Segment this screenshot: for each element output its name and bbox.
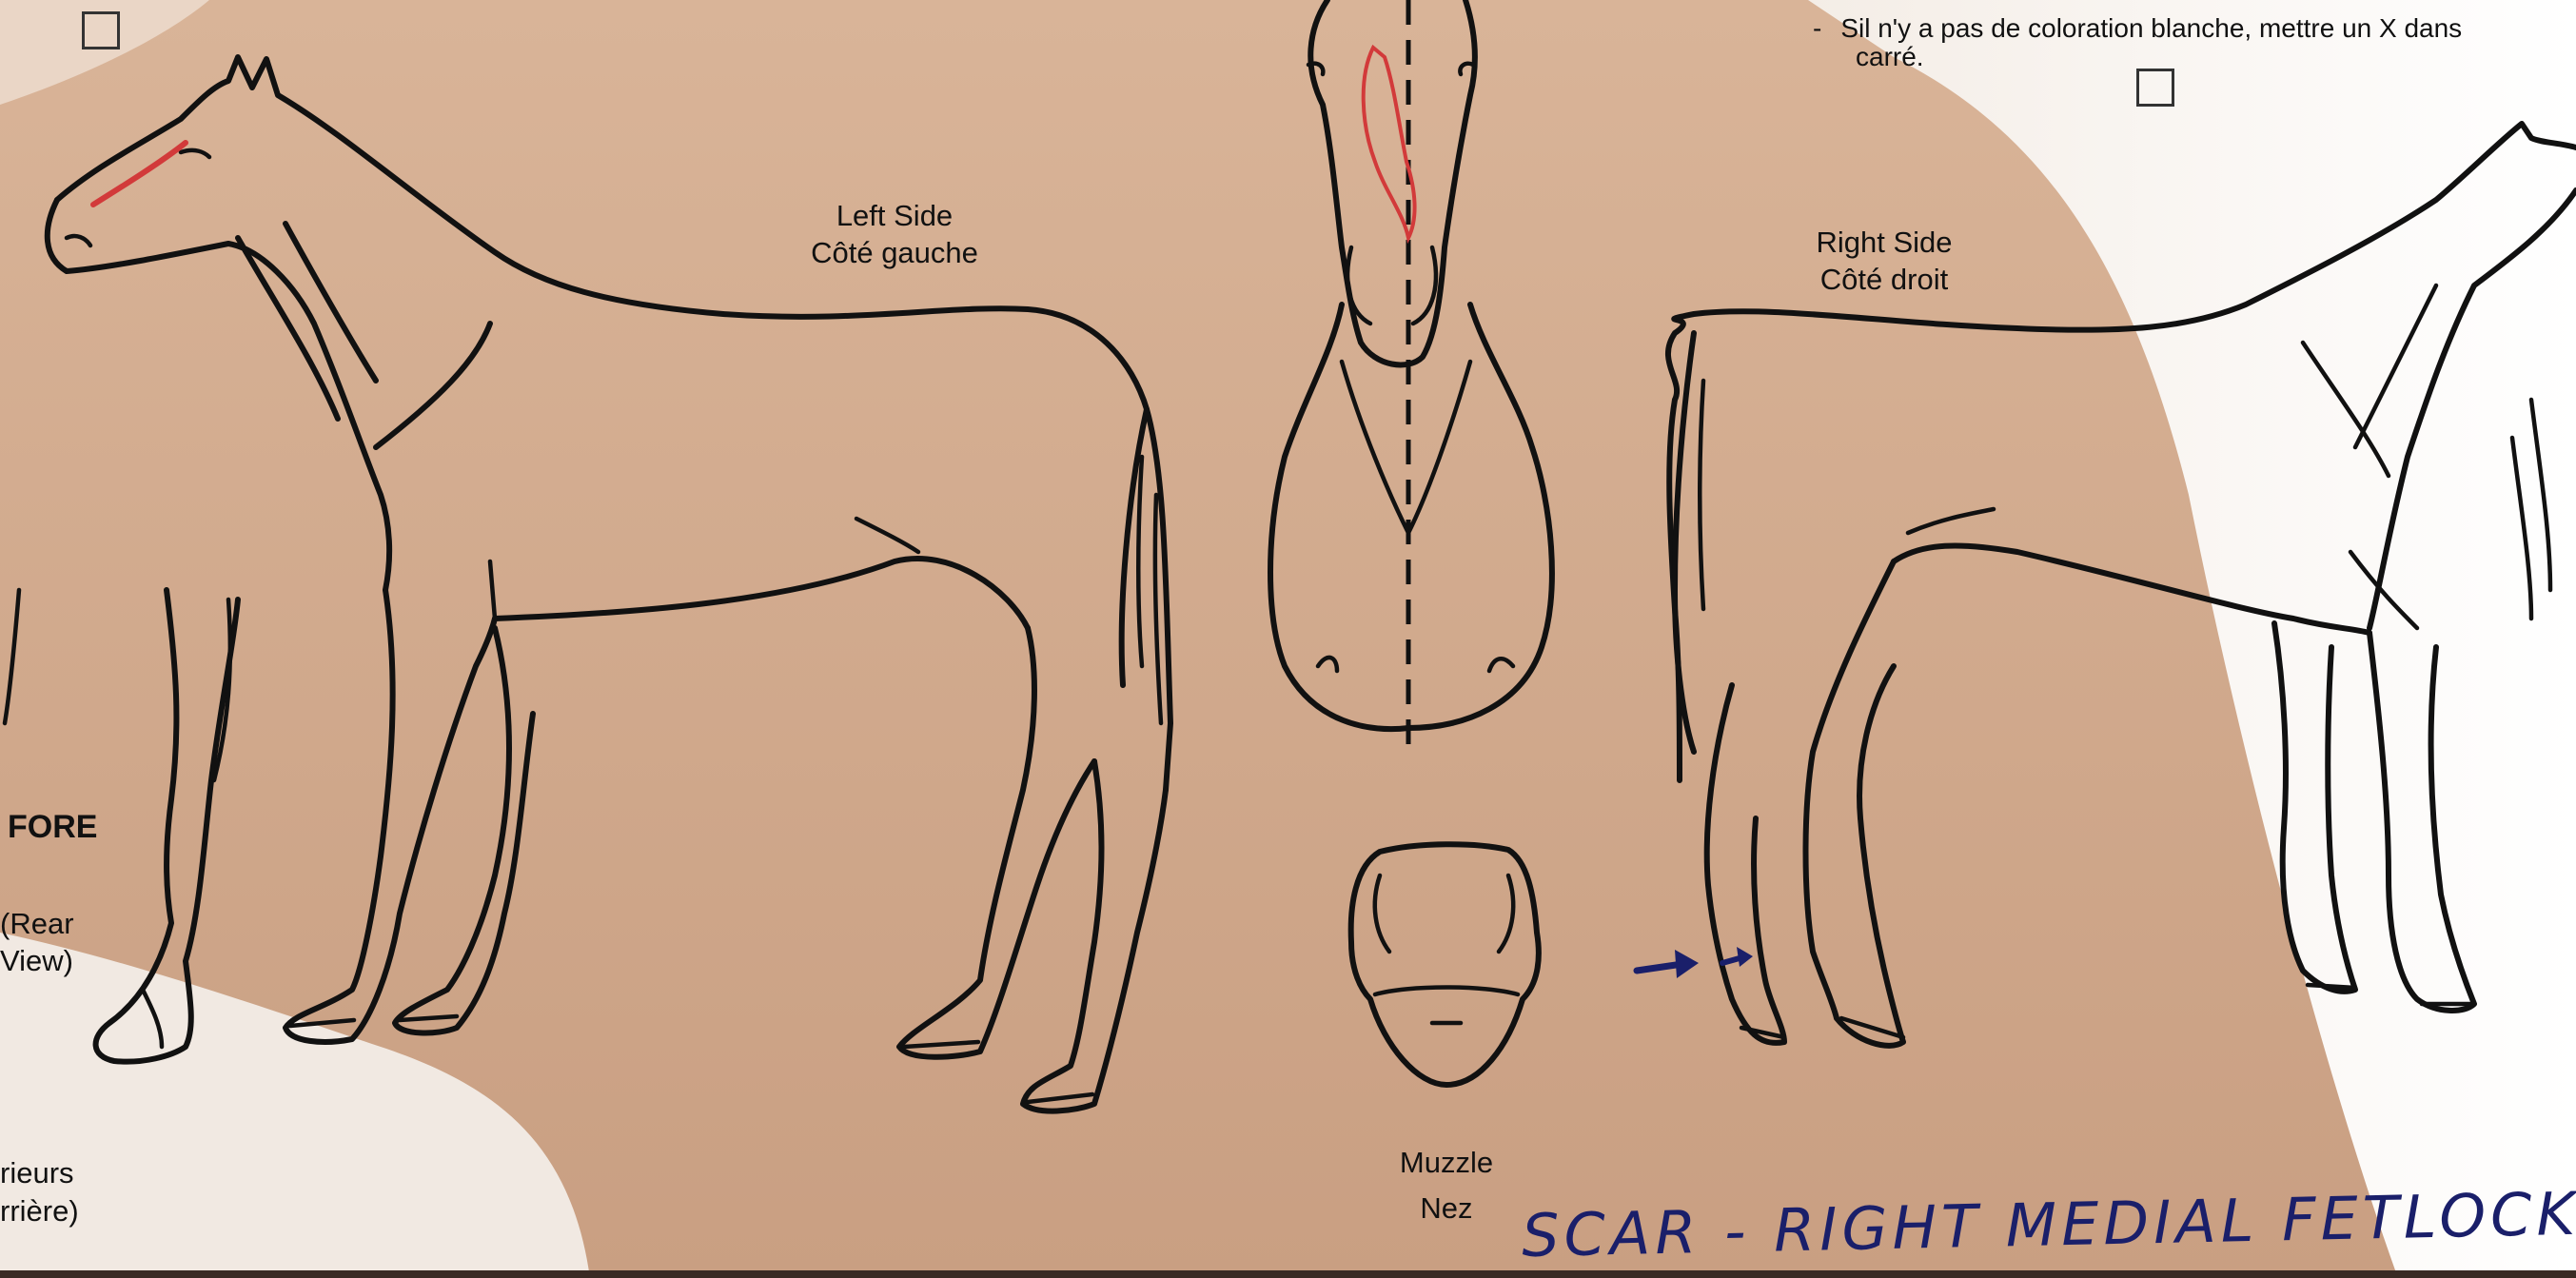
muzzle-fr: Nez: [1351, 1186, 1542, 1231]
muzzle-en: Muzzle: [1351, 1140, 1542, 1186]
front-head-view: [1270, 0, 1552, 757]
right-side-en: Right Side: [1789, 225, 1979, 262]
posterieurs-line-1: rieurs: [0, 1154, 79, 1192]
right-side-fr: Côté droit: [1789, 262, 1979, 299]
right-side-label: Right Side Côté droit: [1789, 225, 1979, 299]
left-side-fr: Côté gauche: [790, 235, 999, 272]
rear-view-line-1: (Rear: [0, 906, 74, 943]
posterieurs-line-2: rrière): [0, 1192, 79, 1230]
rear-view-label: (Rear View): [0, 906, 74, 980]
left-side-horse-outline: [48, 57, 1170, 1111]
posterieurs-label: rieurs rrière): [0, 1154, 79, 1231]
fore-label: FORE: [8, 807, 97, 848]
muzzle-view: [1351, 844, 1539, 1085]
left-side-label: Left Side Côté gauche: [790, 198, 999, 272]
rear-view-line-2: View): [0, 943, 74, 980]
red-marking-left-face: [93, 143, 186, 205]
left-side-en: Left Side: [790, 198, 999, 235]
fetlock-arrows: [1637, 947, 1753, 978]
muzzle-label: Muzzle Nez: [1351, 1140, 1542, 1231]
